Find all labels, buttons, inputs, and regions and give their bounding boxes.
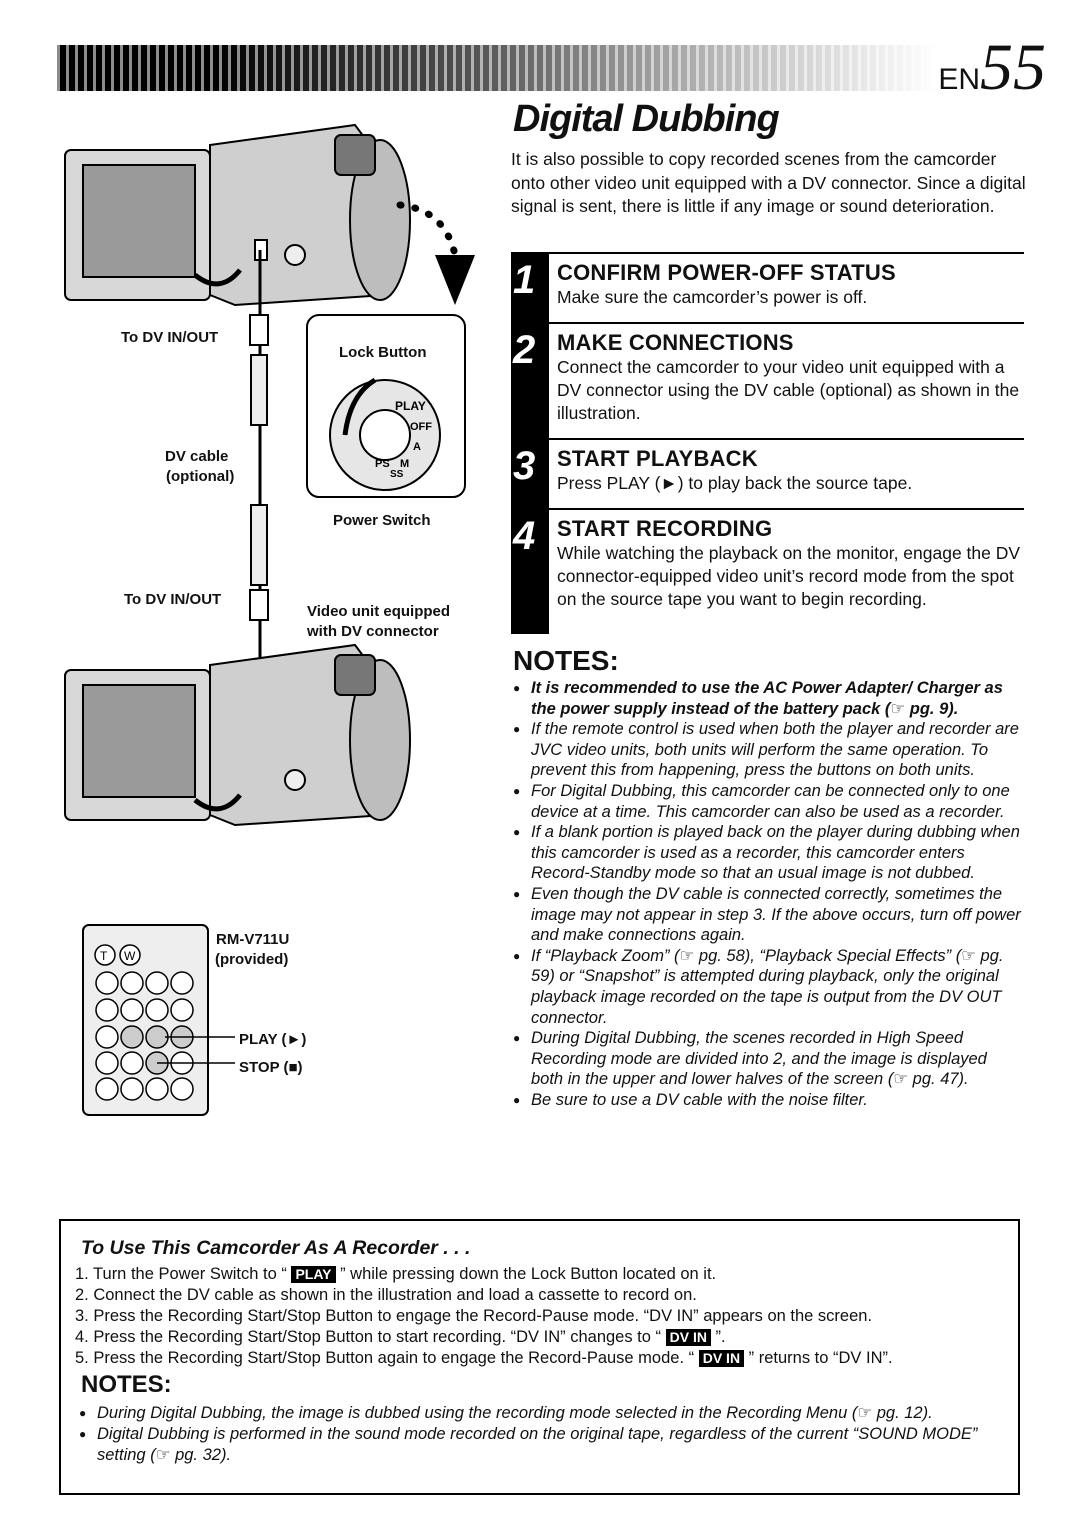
notes-list: It is recommended to use the AC Power Ad…: [513, 678, 1023, 1110]
note-item: During Digital Dubbing, the image is dub…: [79, 1403, 999, 1424]
label-video-unit-2: with DV connector: [307, 623, 439, 640]
label-video-unit: Video unit equipped: [307, 603, 451, 620]
label-power-switch: Power Switch: [333, 512, 431, 529]
recorder-box-title: To Use This Camcorder As A Recorder . . …: [81, 1237, 471, 1259]
intro-text: It is also possible to copy recorded sce…: [511, 149, 1026, 216]
step-heading: CONFIRM POWER-OFF STATUS: [557, 260, 896, 285]
note-item: For Digital Dubbing, this camcorder can …: [513, 781, 1023, 822]
dv-in-tag: DV IN: [665, 1329, 711, 1346]
label-remote-model: RM-V711U: [216, 931, 290, 948]
svg-text:SS: SS: [390, 469, 404, 480]
note-item: If “Playback Zoom” (☞ pg. 58), “Playback…: [513, 946, 1023, 1028]
svg-text:A: A: [413, 441, 421, 453]
step-text: Press PLAY (►) to play back the source t…: [557, 473, 913, 493]
svg-text:W: W: [124, 949, 136, 963]
note-item: Be sure to use a DV cable with the noise…: [513, 1090, 1023, 1111]
label-dv-cable: DV cable: [165, 448, 229, 465]
step-text: Make sure the camcorder’s power is off.: [557, 287, 868, 307]
page-title: Digital Dubbing: [513, 98, 780, 140]
note-item: If a blank portion is played back on the…: [513, 822, 1023, 884]
notes-title: NOTES:: [513, 645, 619, 676]
remote-control-icon: T W: [82, 924, 235, 1116]
step-text: Connect the camcorder to your video unit…: [557, 357, 1020, 423]
label-dv-in-out-top: To DV IN/OUT: [121, 329, 219, 346]
play-tag: PLAY: [291, 1266, 336, 1283]
step-heading: START RECORDING: [557, 516, 773, 541]
step-heading: START PLAYBACK: [557, 446, 758, 471]
recorder-box: To Use This Camcorder As A Recorder . . …: [59, 1219, 1020, 1495]
list-item: 2. Connect the DV cable as shown in the …: [75, 1286, 697, 1304]
svg-text:T: T: [100, 949, 108, 963]
recorder-steps: 1. Turn the Power Switch to “ PLAY ” whi…: [75, 1264, 893, 1369]
list-item: 1. Turn the Power Switch to “ PLAY ” whi…: [75, 1265, 717, 1283]
svg-text:M: M: [400, 458, 409, 470]
label-stop: STOP (■): [239, 1059, 303, 1076]
note-item: If the remote control is used when both …: [513, 719, 1023, 781]
list-item: 3. Press the Recording Start/Stop Button…: [75, 1307, 873, 1325]
label-lock-button: Lock Button: [339, 344, 427, 361]
header-bar: [57, 45, 937, 91]
dubbing-illustration: PLAY OFF A M PS SS T W: [64, 123, 475, 1116]
label-dv-in-out-bottom: To DV IN/OUT: [124, 591, 222, 608]
page-number: EN55: [938, 31, 1046, 104]
note-item: During Digital Dubbing, the scenes recor…: [513, 1028, 1023, 1090]
step-text: While watching the playback on the monit…: [557, 543, 1021, 609]
step-heading: MAKE CONNECTIONS: [557, 330, 794, 355]
svg-text:PLAY: PLAY: [395, 399, 426, 413]
box-notes-title: NOTES:: [81, 1371, 172, 1398]
label-remote-provided: (provided): [215, 951, 289, 968]
dv-in-tag: DV IN: [698, 1350, 745, 1367]
camcorder-bottom-icon: [64, 643, 411, 827]
box-notes-list: During Digital Dubbing, the image is dub…: [79, 1403, 999, 1466]
list-item: 5. Press the Recording Start/Stop Button…: [75, 1349, 893, 1367]
svg-text:PS: PS: [375, 458, 390, 470]
note-item: Digital Dubbing is performed in the soun…: [79, 1424, 999, 1466]
label-dv-cable-optional: (optional): [166, 468, 235, 485]
list-item: 4. Press the Recording Start/Stop Button…: [75, 1328, 726, 1346]
note-item: Even though the DV cable is connected co…: [513, 884, 1023, 946]
camcorder-top-icon: [64, 123, 475, 307]
svg-text:OFF: OFF: [410, 421, 432, 433]
note-item: It is recommended to use the AC Power Ad…: [513, 678, 1023, 719]
label-play: PLAY (►): [239, 1031, 307, 1048]
